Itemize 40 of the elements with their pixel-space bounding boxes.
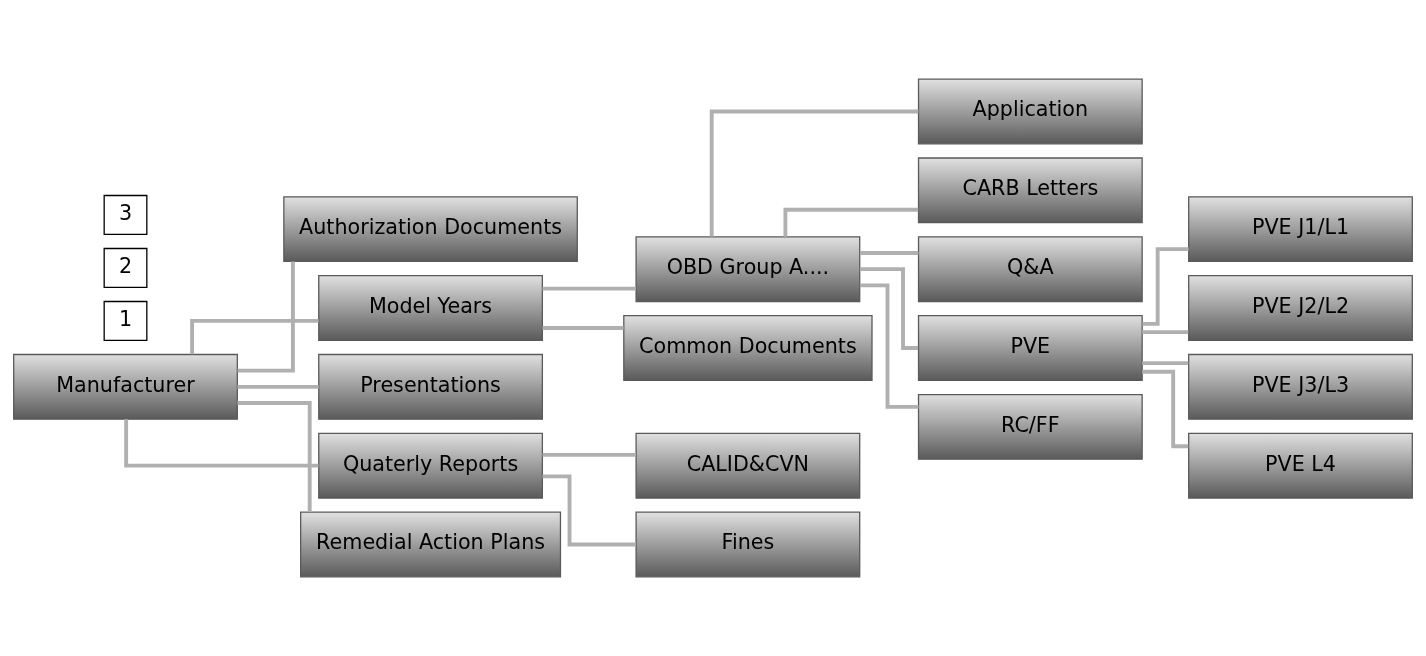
node-box: Authorization Documents bbox=[283, 196, 578, 263]
connector bbox=[1142, 369, 1189, 449]
label: 2 bbox=[118, 253, 133, 278]
connector bbox=[237, 384, 319, 389]
node-box: Presentations bbox=[318, 353, 543, 420]
label: 1 bbox=[118, 306, 133, 331]
node-box: PVE J3/L3 bbox=[1188, 353, 1413, 420]
node-box: PVE bbox=[917, 315, 1143, 381]
node-box: PVE J1/L1 bbox=[1188, 196, 1413, 263]
node-box: Remedial Action Plans bbox=[300, 511, 562, 578]
node-box: Model Years bbox=[318, 275, 543, 341]
connector bbox=[124, 419, 319, 468]
node-box: Q&A bbox=[917, 236, 1143, 303]
connector bbox=[1142, 330, 1189, 335]
connector bbox=[709, 109, 919, 237]
connector bbox=[542, 286, 636, 291]
node-box: Quaterly Reports bbox=[318, 432, 543, 499]
node-box: Fines bbox=[635, 511, 861, 578]
node-box: Manufacturer bbox=[13, 353, 238, 420]
connector bbox=[237, 401, 312, 513]
connector bbox=[783, 207, 919, 237]
node-box: RC/FF bbox=[917, 393, 1143, 460]
node-box: PVE L4 bbox=[1188, 432, 1413, 499]
connector bbox=[859, 267, 919, 350]
label: 3 bbox=[118, 200, 133, 225]
node-box: CARB Letters bbox=[917, 157, 1143, 224]
connector bbox=[1142, 247, 1189, 326]
connector bbox=[1142, 361, 1189, 366]
connector bbox=[237, 261, 295, 373]
connector bbox=[542, 474, 636, 547]
connector bbox=[190, 318, 319, 355]
node-box: Common Documents bbox=[623, 315, 873, 381]
connector bbox=[859, 251, 919, 255]
connector bbox=[859, 283, 919, 409]
connector bbox=[542, 326, 624, 330]
connector bbox=[542, 452, 636, 457]
node-box: OBD Group A.... bbox=[635, 236, 861, 303]
node-box: CALID&CVN bbox=[635, 432, 861, 499]
node-box: PVE J2/L2 bbox=[1188, 275, 1413, 341]
node-box: Application bbox=[917, 78, 1143, 145]
